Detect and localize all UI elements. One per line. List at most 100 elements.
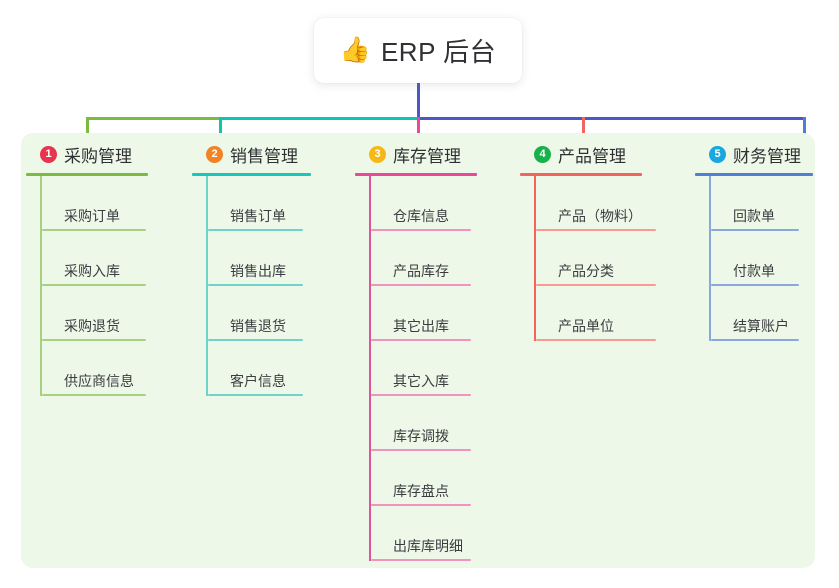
leaf-list: 销售订单销售出库销售退货客户信息 [192,176,347,396]
category-header-rule [695,173,813,176]
leaf-spine-connector [206,176,208,396]
leaf-item-rule [42,229,146,231]
leaf-item-label: 采购订单 [64,208,120,224]
leaf-item-rule [711,284,799,286]
leaf-item[interactable]: 销售出库 [208,231,347,286]
leaf-item-label: 产品库存 [393,263,449,279]
thumbs-up-icon: 👍 [339,36,371,64]
leaf-item-label: 产品分类 [558,263,614,279]
leaf-item-label: 结算账户 [733,318,789,334]
category-header-库存管理[interactable]: 3 库存管理 [355,140,515,168]
leaf-item[interactable]: 产品（物料） [536,176,695,231]
leaf-item-label: 出库库明细 [393,538,463,554]
leaf-item[interactable]: 产品单位 [536,286,695,341]
leaf-item-label: 其它入库 [393,373,449,389]
leaf-item[interactable]: 销售订单 [208,176,347,231]
leaf-item-rule [371,284,471,286]
category-title: 销售管理 [230,146,298,166]
category-header-rule [355,173,477,176]
leaf-item[interactable]: 仓库信息 [371,176,515,231]
leaf-item[interactable]: 库存盘点 [371,451,515,506]
leaf-item-label: 回款单 [733,208,775,224]
category-header-产品管理[interactable]: 4 产品管理 [520,140,695,168]
leaf-item-label: 产品（物料） [558,208,642,224]
leaf-item-rule [208,394,303,396]
leaf-item-label: 库存盘点 [393,483,449,499]
leaf-item[interactable]: 库存调拨 [371,396,515,451]
leaf-item-rule [371,449,471,451]
leaf-item[interactable]: 客户信息 [208,341,347,396]
leaf-item[interactable]: 回款单 [711,176,825,231]
leaf-list: 采购订单采购入库采购退货供应商信息 [26,176,186,396]
category-header-rule [520,173,642,176]
leaf-item[interactable]: 出库库明细 [371,506,515,561]
diagram-panel [21,133,815,568]
category-header-销售管理[interactable]: 2 销售管理 [192,140,347,168]
leaf-item-rule [208,339,303,341]
leaf-item[interactable]: 采购退货 [42,286,186,341]
root-node[interactable]: 👍 ERP 后台 [314,18,522,83]
category-header-rule [192,173,311,176]
category-number-badge: 2 [206,145,223,163]
leaf-item-label: 库存调拨 [393,428,449,444]
category-column-采购管理: 1 采购管理采购订单采购入库采购退货供应商信息 [26,140,186,396]
connector-bar-segment-blue [417,117,806,120]
leaf-item-label: 产品单位 [558,318,614,334]
leaf-item-label: 销售订单 [230,208,286,224]
leaf-spine-connector [40,176,42,396]
leaf-item-label: 销售退货 [230,318,286,334]
leaf-item-rule [371,504,471,506]
leaf-item[interactable]: 供应商信息 [42,341,186,396]
leaf-item-rule [711,229,799,231]
leaf-item-rule [536,284,656,286]
category-column-产品管理: 4 产品管理产品（物料） 产品分类产品单位 [520,140,695,341]
leaf-item-label: 采购入库 [64,263,120,279]
root-title: ERP 后台 [380,37,497,67]
category-title: 库存管理 [393,146,461,166]
leaf-item-rule [42,339,146,341]
leaf-item-rule [42,394,146,396]
leaf-item[interactable]: 付款单 [711,231,825,286]
leaf-item-rule [371,394,471,396]
category-title: 产品管理 [558,146,626,166]
category-number-badge: 1 [40,145,57,163]
leaf-list: 回款单付款单结算账户 [695,176,825,341]
category-header-采购管理[interactable]: 1 采购管理 [26,140,186,168]
leaf-item-label: 采购退货 [64,318,120,334]
connector-drop-5 [803,117,806,143]
leaf-item[interactable]: 其它出库 [371,286,515,341]
leaf-item[interactable]: 产品库存 [371,231,515,286]
leaf-spine-connector [534,176,536,341]
leaf-item-label: 其它出库 [393,318,449,334]
leaf-spine-connector [369,176,371,561]
category-header-rule [26,173,148,176]
leaf-item-rule [208,284,303,286]
category-number-badge: 4 [534,145,551,163]
leaf-item-rule [371,339,471,341]
connector-drop-1 [86,117,89,143]
leaf-item-label: 供应商信息 [64,373,134,389]
leaf-item-rule [42,284,146,286]
connector-drop-4 [582,117,585,143]
category-number-badge: 5 [709,145,726,163]
leaf-item-label: 客户信息 [230,373,286,389]
leaf-item[interactable]: 其它入库 [371,341,515,396]
leaf-item-label: 仓库信息 [393,208,449,224]
leaf-item-rule [536,339,656,341]
leaf-item-rule [536,229,656,231]
leaf-item[interactable]: 结算账户 [711,286,825,341]
leaf-item-rule [208,229,303,231]
leaf-item-label: 付款单 [733,263,775,279]
leaf-list: 仓库信息产品库存其它出库其它入库库存调拨库存盘点出库库明细 [355,176,515,561]
category-number-badge: 3 [369,145,386,163]
leaf-item[interactable]: 采购订单 [42,176,186,231]
connector-drop-2 [219,117,222,143]
connector-bar-segment-green [86,117,220,120]
category-title: 采购管理 [64,146,132,166]
leaf-item[interactable]: 销售退货 [208,286,347,341]
connector-drop-3 [417,117,420,143]
leaf-item[interactable]: 采购入库 [42,231,186,286]
leaf-item[interactable]: 产品分类 [536,231,695,286]
